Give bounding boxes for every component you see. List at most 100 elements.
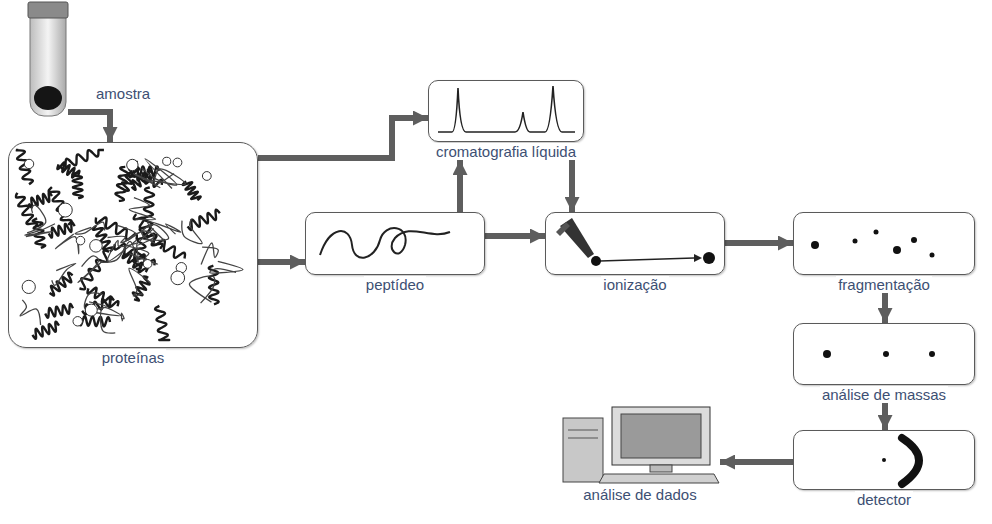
fragment xyxy=(893,246,901,254)
protein-helix xyxy=(144,233,185,258)
flow-arrow xyxy=(485,233,545,239)
flow-arrow xyxy=(258,259,305,265)
protein-loop xyxy=(134,174,161,188)
needle-base xyxy=(556,222,570,236)
step-label: fragmentação xyxy=(836,276,932,293)
detector-plate xyxy=(902,438,919,484)
chromatography-box: cromatografia líquida xyxy=(428,80,584,160)
flow-arrow xyxy=(882,403,888,430)
protein-strand xyxy=(85,304,97,316)
protein-helix xyxy=(188,210,220,230)
step-label: análise de dados xyxy=(581,486,698,503)
mass-analysis-box: análise de massas xyxy=(793,323,975,403)
monitor-stand xyxy=(650,465,672,472)
protein-strand xyxy=(171,271,185,285)
protein-strand xyxy=(22,280,35,293)
protein-helix xyxy=(16,150,33,184)
protein-helix xyxy=(33,322,59,339)
protein-strand xyxy=(73,317,82,326)
fragment xyxy=(930,253,935,258)
protein-helix xyxy=(45,304,73,318)
figure-area xyxy=(28,2,68,118)
protein-helix xyxy=(57,162,79,177)
sample-tube xyxy=(28,2,68,116)
flow-arrow xyxy=(569,160,575,212)
ionization-spray xyxy=(556,218,715,266)
ion-arrowhead xyxy=(694,254,702,262)
sample-tube-node: amostra xyxy=(28,2,68,118)
fragmentation-box: fragmentação xyxy=(793,212,975,293)
protein-loop xyxy=(55,234,79,254)
keyboard xyxy=(599,474,719,483)
peptide-chain xyxy=(320,228,450,258)
protein-loop xyxy=(128,246,158,264)
protein-strand xyxy=(90,240,103,253)
drive-slot xyxy=(568,438,598,439)
protein-helix xyxy=(29,192,52,207)
fragment xyxy=(811,241,819,249)
step-label: amostra xyxy=(94,85,152,102)
step-label: ionização xyxy=(601,276,668,293)
step-label: proteínas xyxy=(100,349,167,366)
ion-path xyxy=(600,258,694,261)
protein-box: proteínas xyxy=(8,142,258,366)
protein-strand xyxy=(202,172,211,181)
protein-loop xyxy=(189,276,214,303)
flow-arrow xyxy=(725,240,793,246)
computer-node: análise de dados xyxy=(560,405,720,503)
drive-slot xyxy=(568,430,598,431)
ion xyxy=(703,252,715,264)
protein-loop xyxy=(210,261,243,273)
flow-arrow xyxy=(457,160,463,212)
chromatogram-trace xyxy=(438,86,575,132)
flow-arrow xyxy=(68,112,110,142)
protein-strand xyxy=(127,159,138,170)
ion xyxy=(823,350,831,358)
protein-loop xyxy=(142,159,177,189)
flow-arrow xyxy=(720,459,793,465)
figure-area xyxy=(560,405,720,485)
computer xyxy=(563,407,719,483)
protein-helix xyxy=(79,316,110,326)
protein-helix xyxy=(115,167,128,201)
tube-body xyxy=(30,4,66,116)
ion xyxy=(883,351,889,357)
flow-arrow xyxy=(882,293,888,323)
box-outline xyxy=(793,212,975,275)
protein-helix xyxy=(16,193,37,228)
box-outline xyxy=(8,142,258,348)
protein-loop xyxy=(52,263,76,285)
fragment-ions xyxy=(811,230,935,258)
protein-strand xyxy=(58,203,72,217)
protein-loop xyxy=(129,268,151,296)
computer-tower xyxy=(563,418,603,482)
separated-ions xyxy=(823,350,935,358)
tube-cap xyxy=(28,2,68,18)
box-outline xyxy=(545,212,725,275)
protein-loop xyxy=(25,224,55,237)
detector-box: detector xyxy=(793,430,975,508)
droplet xyxy=(591,256,601,266)
protein-helix xyxy=(155,306,169,340)
box-outline xyxy=(793,323,975,385)
step-label: análise de massas xyxy=(820,386,948,403)
protein-helix xyxy=(49,187,72,225)
fragment xyxy=(874,230,879,235)
ion xyxy=(929,351,935,357)
fragment xyxy=(853,239,858,244)
box-outline xyxy=(793,430,975,490)
protein-strand xyxy=(24,159,33,168)
protein-strand xyxy=(173,158,182,167)
protein-loop xyxy=(129,198,155,220)
protein-strand xyxy=(163,157,171,165)
step-label: detector xyxy=(855,491,913,508)
protein-loop xyxy=(148,169,185,184)
protein-loop xyxy=(121,313,124,321)
detector-symbol xyxy=(882,438,919,484)
step-label: peptídeo xyxy=(364,276,426,293)
protein-loop xyxy=(201,243,218,264)
flow-arrow xyxy=(258,118,428,158)
protein-loop xyxy=(142,225,169,244)
